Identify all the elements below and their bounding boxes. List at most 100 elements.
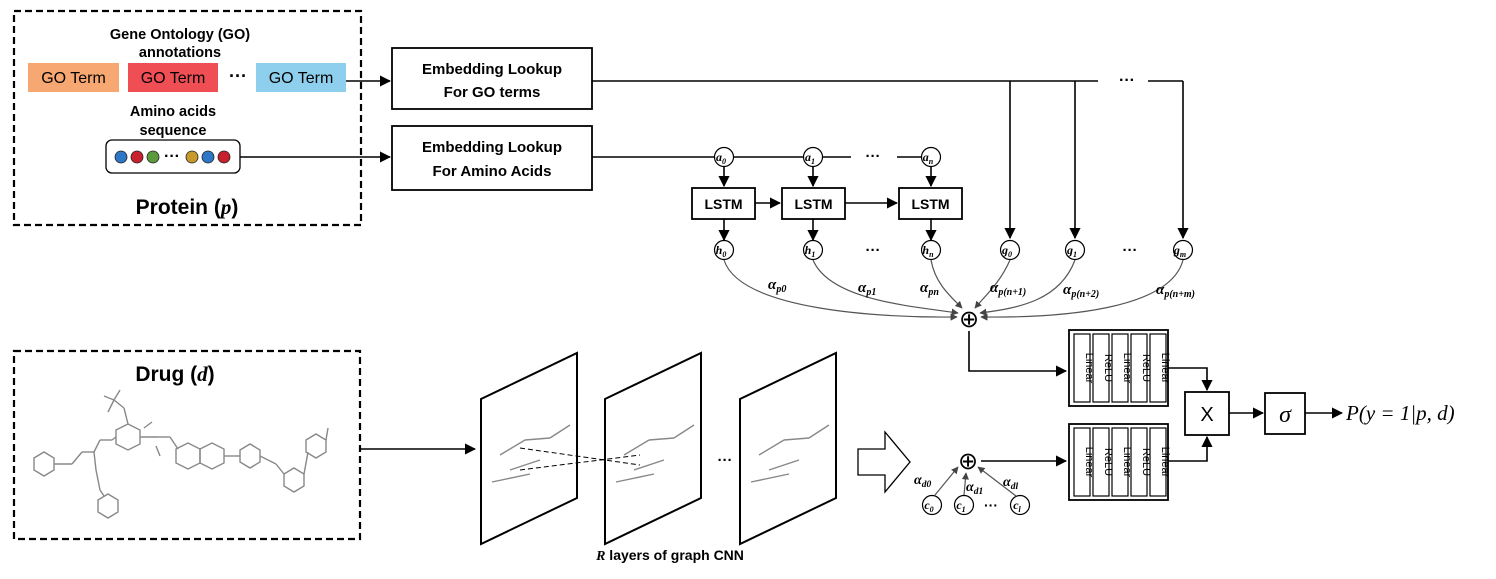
amino-acid-dot-0 [114,150,128,164]
go-node-ellipsis: ··· [1123,242,1138,259]
drug-node-c1 [953,494,975,516]
graph-cnn-layer-r [739,351,837,546]
protein-mlp-layer-0-label: Linear [1083,353,1095,384]
drug-attention-label-l: αdl [1003,475,1019,492]
drug-node-cl-label: cl [1013,498,1021,514]
attention-label-pnm: αp(n+m) [1156,282,1195,300]
drug-node-ellipsis: ··· [984,497,998,513]
aa-header-line2: sequence [140,123,207,139]
protein-mlp-to-multiply-arrow [1168,367,1213,392]
drug-mlp-layer-4-label: Linear [1159,447,1171,478]
sigmoid-symbol: σ [1279,402,1292,428]
drug-mlp-layer-0 [1073,427,1091,497]
input-node-an [920,146,942,168]
hidden-node-h1 [802,239,824,261]
drug-attention-label-0: αd0 [914,473,932,490]
lstm-cell-0-label: LSTM [704,196,742,212]
lstm-cell-1-label: LSTM [794,196,832,212]
attention-label-p0: αp0 [768,277,786,295]
protein-mlp-layer-2 [1111,333,1129,403]
drug-node-c0 [921,494,943,516]
input-node-a1 [802,146,824,168]
protein-mlp-layer-4-label: Linear [1159,353,1171,384]
attention-label-pn: αpn [920,280,939,298]
go-top-ellipsis: ··· [1119,72,1135,89]
hidden-node-hn-label: hn [922,243,934,259]
input-node-a0-label: a0 [716,150,726,166]
drug-mlp-layer-3-label: ReLU [1140,448,1152,476]
protein-mlp-layers: Linear ReLU Linear ReLU Linear [1073,333,1171,403]
amino-acid-dot-5 [217,150,231,164]
amino-acid-dot-3 [185,150,199,164]
go-node-gm-label: gm [1173,243,1186,259]
drug-attention-arrow-0 [934,466,959,496]
input-node-a0 [713,146,735,168]
go-node-g0-label: g0 [1001,243,1012,259]
protein-mlp-layer-3-label: ReLU [1140,354,1152,382]
drug-node-cl [1009,494,1031,516]
graph-cnn-caption: R layers of graph CNN [595,547,744,564]
embedding-aa-line1: Embedding Lookup [422,139,562,156]
protein-mlp-layer-2-label: Linear [1121,353,1133,384]
drug-attention-arrow-1 [961,472,969,496]
multiply-box [1184,391,1230,436]
drug-mlp-layer-1-label: ReLU [1102,448,1114,476]
hidden-node-h0-label: h0 [716,243,727,259]
attention-curve-pn2 [979,259,1076,316]
input-node-a1-label: a1 [805,150,815,166]
attention-curve-pnm [980,259,1184,321]
protein-panel [12,9,363,227]
attention-curve-pn [930,259,963,309]
lstm-cell-0 [691,187,756,220]
drug-mlp-to-multiply-arrow [1168,435,1213,462]
graph-cnn-ellipsis: ··· [718,452,733,469]
amino-acid-dot-2 [146,150,160,164]
embedding-go-box [391,47,593,110]
aa-ellipsis: ··· [164,148,180,165]
drug-mlp-layers: Linear ReLU Linear ReLU Linear [1073,427,1171,497]
protein-mlp-layer-3 [1130,333,1148,403]
go-header-line1: Gene Ontology (GO) [110,27,250,43]
drug-mlp-layer-1 [1092,427,1110,497]
protein-sum-to-mlp-arrow [968,331,1068,377]
embedding-aa-line2: For Amino Acids [433,163,552,180]
drug-mlp-layer-3 [1130,427,1148,497]
protein-sum-symbol: ⊕ [959,306,979,333]
hidden-node-h0 [713,239,735,261]
drug-mlp-layer-2-label: Linear [1121,447,1133,478]
attention-curve-p1 [812,259,959,316]
embedding-go-line1: Embedding Lookup [422,61,562,78]
amino-acid-dot-4 [201,150,215,164]
attention-label-pn2: αp(n+2) [1063,282,1099,300]
lstm-cell-n [898,187,963,220]
drug-mlp-layer-4 [1149,427,1167,497]
go-term-label-2: GO Term [269,70,334,87]
aa-header-line1: Amino acids [130,104,216,120]
attention-curve-p0 [723,259,958,321]
graph-cnn-layer-2 [604,351,702,546]
hidden-node-h1-label: h1 [805,243,816,259]
embedding-aa-box [391,125,593,191]
graph-cnn-output-arrow [857,430,911,494]
embedding-go-line2: For GO terms [444,84,541,101]
go-node-g1-label: g1 [1066,243,1077,259]
protein-mlp-layer-1-label: ReLU [1102,354,1114,382]
protein-title: Protein (p) [136,195,239,219]
input-ellipsis: ··· [866,148,881,165]
go-term-label-1: GO Term [141,70,206,87]
graph-cnn-layer-1 [480,351,578,546]
drug-panel [12,349,362,541]
drug-mlp-layer-2 [1111,427,1129,497]
attention-label-p1: αp1 [858,280,876,298]
protein-mlp-layer-1 [1092,333,1110,403]
go-term-ellipsis: ··· [229,66,247,86]
drug-attention-arrow-l [977,466,1017,497]
attention-label-pn1: αp(n+1) [990,280,1026,298]
go-term-box-1 [128,63,218,92]
drug-node-c0-label: c0 [924,498,933,514]
go-node-g1 [1064,239,1086,261]
input-node-an-label: an [923,150,934,166]
drug-attention-label-1: αd1 [966,480,983,497]
